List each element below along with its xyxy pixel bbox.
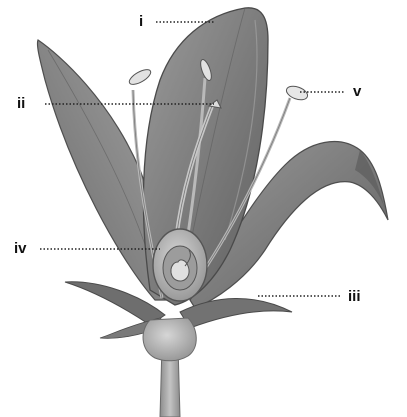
label-iii: iii xyxy=(348,289,361,304)
label-iv: iv xyxy=(14,241,27,256)
label-i: i xyxy=(139,14,143,29)
receptacle xyxy=(143,318,196,361)
label-v: v xyxy=(353,84,361,99)
anther-left xyxy=(127,67,153,88)
label-ii: ii xyxy=(17,96,25,111)
